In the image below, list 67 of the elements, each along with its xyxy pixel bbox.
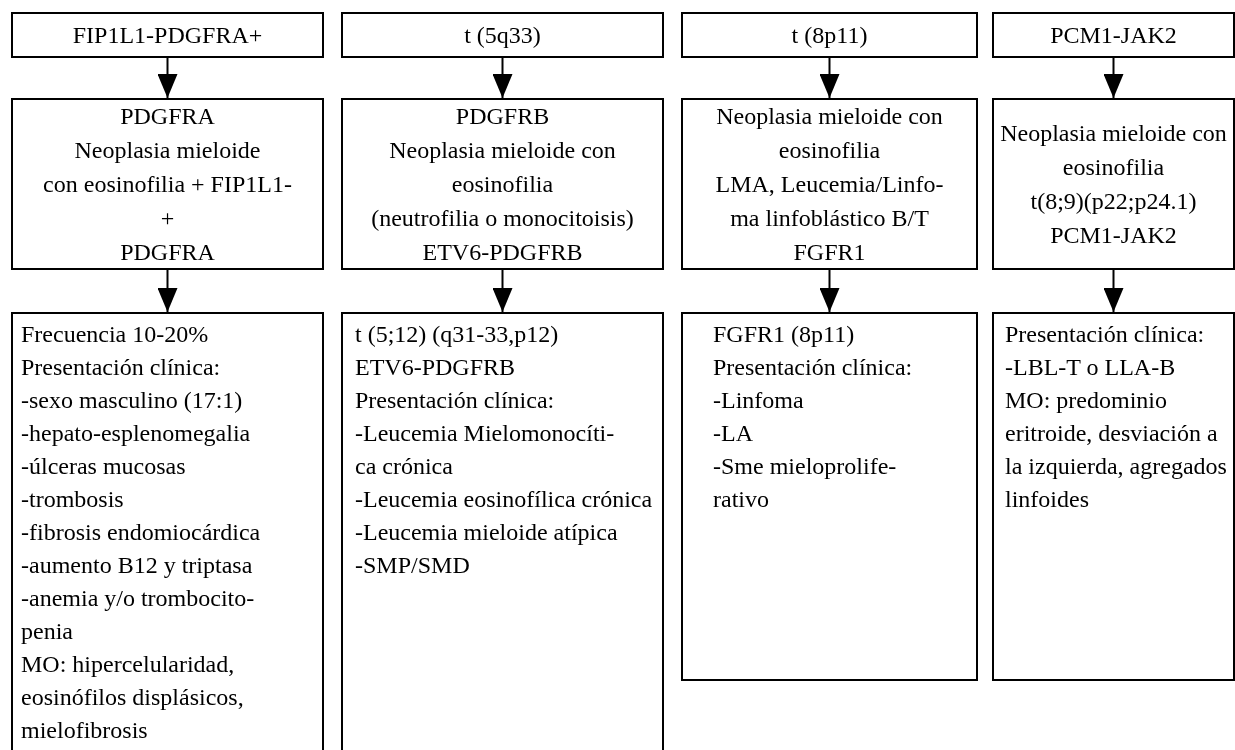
arrow (819, 57, 840, 99)
box-text: FIP1L1-PDGFRA+ (72, 21, 263, 50)
box-text: PDGFRA (120, 102, 215, 131)
box-text: -fibrosis endomiocárdica (21, 518, 261, 547)
box-text: LMA, Leucemia/Linfo- (715, 170, 944, 199)
box-text: ma linfoblástico B/T (730, 204, 929, 233)
box-text: PCM1-JAK2 (1050, 21, 1177, 50)
box-text: Neoplasia mieloide con eosinofilia (388, 136, 617, 199)
box-text: MO: hipercelularidad, eosinófilos displásicos, mielofibrosis (21, 650, 245, 745)
box-text: -sexo masculino (17:1) (21, 386, 243, 415)
text-box (341, 12, 664, 58)
text-box (992, 312, 1235, 681)
text-box (681, 312, 978, 681)
text-box (681, 98, 978, 270)
box-text: -LA (713, 419, 753, 448)
text-box (11, 312, 324, 750)
box-text: FGFR1 (793, 238, 866, 267)
arrow (157, 269, 178, 313)
arrow (492, 57, 513, 99)
box-text: Frecuencia 10-20% (21, 320, 209, 349)
box-text: -Linfoma (713, 386, 804, 415)
box-text: Presentación clínica: (713, 353, 913, 382)
box-text: -LBL-T o LLA-B (1005, 353, 1176, 382)
box-text: Presentación clínica: (1005, 320, 1205, 349)
box-text: t (5q33) (464, 21, 541, 50)
text-box (11, 98, 324, 270)
text-box (11, 12, 324, 58)
box-text: + (160, 204, 175, 233)
box-text: t (8p11) (791, 21, 868, 50)
text-box (681, 12, 978, 58)
arrow (492, 269, 513, 313)
box-text: -Leucemia eosinofílica crónica (355, 485, 653, 514)
box-text: -Sme mieloprolife- (713, 452, 897, 481)
box-text: PCM1-JAK2 (1050, 221, 1177, 250)
box-text: (neutrofilia o monocitoisis) (371, 204, 634, 233)
box-text: -anemia y/o trombocito- (21, 584, 255, 613)
arrow (819, 269, 840, 313)
box-text: MO: predominio eritroide, desviación a la izquierda, agregados linfoides (1005, 386, 1228, 514)
box-text: Presentación clínica: (355, 386, 555, 415)
box-text: ETV6-PDGFRB (355, 353, 516, 382)
box-text: -úlceras mucosas (21, 452, 186, 481)
text-box (341, 312, 664, 750)
box-text: Neoplasia mieloide con eosinofilia (715, 102, 944, 165)
text-box (992, 98, 1235, 270)
box-text: Presentación clínica: (21, 353, 221, 382)
box-text: t(8;9)(p22;p24.1) (1030, 187, 1197, 216)
box-text: -hepato-esplenomegalia (21, 419, 251, 448)
box-text: ca crónica (355, 452, 453, 481)
box-text: t (5;12) (q31-33,p12) (355, 320, 559, 349)
arrow (157, 57, 178, 99)
box-text: con eosinofilia + FIP1L1- (43, 170, 292, 199)
box-text: FGFR1 (8p11) (713, 320, 855, 349)
box-text: PDGFRA (120, 238, 215, 267)
box-text: ETV6-PDGFRB (422, 238, 583, 267)
box-text: penia (21, 617, 73, 646)
box-text: -Leucemia mieloide atípica (355, 518, 618, 547)
box-text: PDGFRB (455, 102, 550, 131)
text-box (992, 12, 1235, 58)
box-text: -trombosis (21, 485, 124, 514)
box-text: -SMP/SMD (355, 551, 470, 580)
box-text: rativo (713, 485, 769, 514)
box-text: -aumento B12 y triptasa (21, 551, 253, 580)
box-text: -Leucemia Mielomonocíti- (355, 419, 615, 448)
text-box (341, 98, 664, 270)
arrow (1103, 269, 1124, 313)
box-text: Neoplasia mieloide (74, 136, 261, 165)
arrow (1103, 57, 1124, 99)
